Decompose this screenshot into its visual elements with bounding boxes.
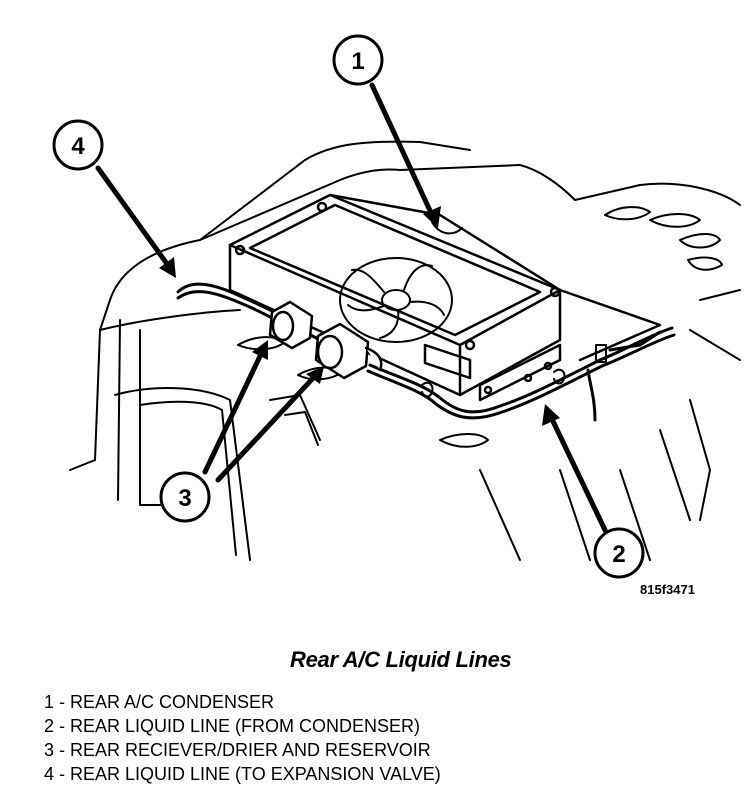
figure-id-label: 815f3471: [640, 582, 695, 597]
condenser-unit: [228, 193, 662, 402]
callout-3-arrowhead-a: [252, 340, 268, 360]
figure-caption: Rear A/C Liquid Lines: [290, 647, 512, 672]
legend-item: 1 - REAR A/C CONDENSER: [44, 692, 275, 712]
callout-4-arrowhead: [159, 257, 176, 278]
callout-4-circle: [52, 119, 104, 171]
legend-item: 2 - REAR LIQUID LINE (FROM CONDENSER): [44, 716, 421, 736]
window-frames: [114, 387, 321, 561]
callout-1-circle: [332, 34, 384, 86]
callout-3-circle: [159, 471, 211, 523]
callout-1-leader: [369, 82, 435, 218]
callout-4-number: 4: [71, 133, 85, 160]
callout-2-number: 2: [612, 541, 625, 568]
legend-item: 4 - REAR LIQUID LINE (TO EXPANSION VALVE…: [44, 764, 441, 784]
vehicle-roof-outline: [69, 140, 741, 561]
callout-3-leader-b: [215, 373, 318, 483]
callout-1-number: 1: [351, 48, 364, 75]
line-clips: [421, 344, 607, 398]
roof-rail-slots: [237, 206, 723, 448]
callout-numbers: 1 4 2 3: [71, 48, 625, 568]
callout-1-arrowhead: [423, 206, 441, 228]
condenser-fan: [339, 257, 453, 343]
callout-arrows: [95, 82, 608, 533]
callout-2-circle: [593, 527, 645, 579]
legend-list: 1 - REAR A/C CONDENSER 2 - REAR LIQUID L…: [44, 690, 441, 786]
callout-arrowheads: [159, 206, 560, 426]
callout-3-number: 3: [178, 485, 191, 512]
callout-3-arrowhead-b: [306, 366, 324, 384]
rear-ac-liquid-lines-illustration: 1 4 2 3: [52, 34, 741, 579]
legend-item: 3 - REAR RECIEVER/DRIER AND RESERVOIR: [44, 740, 431, 760]
receiver-drier-and-reservoir: [268, 300, 383, 380]
callout-4-leader: [95, 165, 173, 271]
callout-circles: [52, 34, 645, 579]
callout-3-leader-a: [202, 349, 265, 475]
callout-2-leader: [547, 412, 608, 533]
callout-2-arrowhead: [542, 404, 560, 426]
condenser-pointer-hook: [431, 221, 463, 235]
